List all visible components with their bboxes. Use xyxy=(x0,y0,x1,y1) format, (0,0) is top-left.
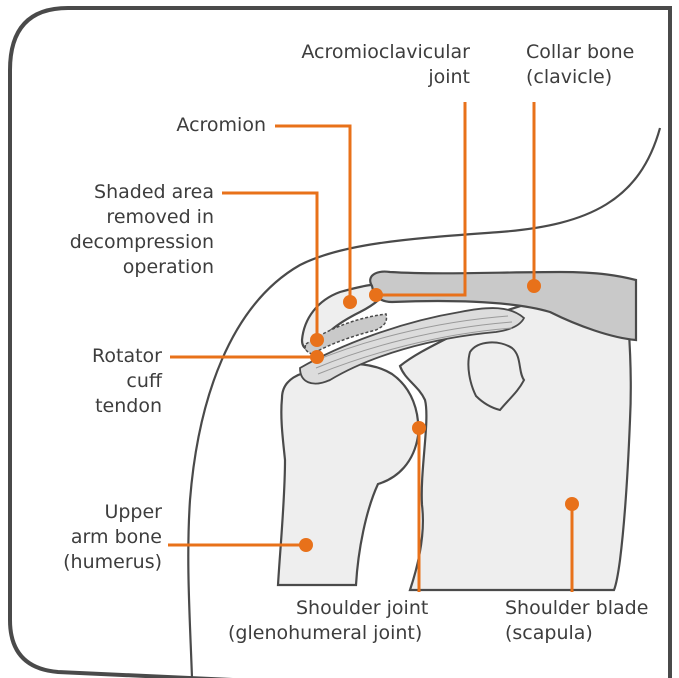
dot-collar-bone xyxy=(527,279,541,293)
label-line: Collar bone xyxy=(526,40,666,65)
label-line: Shoulder joint xyxy=(228,596,478,621)
dot-acromion xyxy=(343,295,357,309)
leader-acromion xyxy=(275,126,350,302)
label-line: (scapula) xyxy=(505,621,675,646)
label-shoulder-blade: Shoulder blade (scapula) xyxy=(505,596,675,646)
label-line: cuff xyxy=(40,369,162,394)
humerus-shape xyxy=(278,364,418,585)
label-line: Acromion xyxy=(120,113,266,138)
dot-rotator-cuff xyxy=(310,350,324,364)
dot-shoulder-blade xyxy=(565,497,579,511)
label-line: arm bone xyxy=(30,525,162,550)
label-line: (glenohumeral joint) xyxy=(228,621,478,646)
label-shoulder-joint: Shoulder joint (glenohumeral joint) xyxy=(228,596,478,646)
label-collar-bone: Collar bone (clavicle) xyxy=(526,40,666,90)
dot-acromioclavicular xyxy=(369,288,383,302)
label-line: Rotator xyxy=(40,344,162,369)
label-shaded-area: Shaded area removed in decompression ope… xyxy=(20,180,214,280)
dot-shoulder-joint xyxy=(412,421,426,435)
label-upper-arm-bone: Upper arm bone (humerus) xyxy=(30,500,162,575)
label-line: (humerus) xyxy=(30,550,162,575)
label-acromioclavicular-joint: Acromioclavicular joint xyxy=(255,40,470,90)
label-line: Shaded area xyxy=(20,180,214,205)
label-line: joint xyxy=(255,65,470,90)
leader-acromioclavicular xyxy=(376,102,465,295)
label-line: Upper xyxy=(30,500,162,525)
label-line: Shoulder blade xyxy=(505,596,675,621)
label-line: tendon xyxy=(40,394,162,419)
label-line: removed in xyxy=(20,205,214,230)
leader-shaded-area xyxy=(222,193,317,340)
label-line: decompression xyxy=(20,230,214,255)
dot-upper-arm-bone xyxy=(299,538,313,552)
dot-shaded-area xyxy=(310,333,324,347)
label-acromion: Acromion xyxy=(120,113,266,138)
label-line: operation xyxy=(20,255,214,280)
label-rotator-cuff-tendon: Rotator cuff tendon xyxy=(40,344,162,419)
label-line: (clavicle) xyxy=(526,65,666,90)
label-line: Acromioclavicular xyxy=(255,40,470,65)
